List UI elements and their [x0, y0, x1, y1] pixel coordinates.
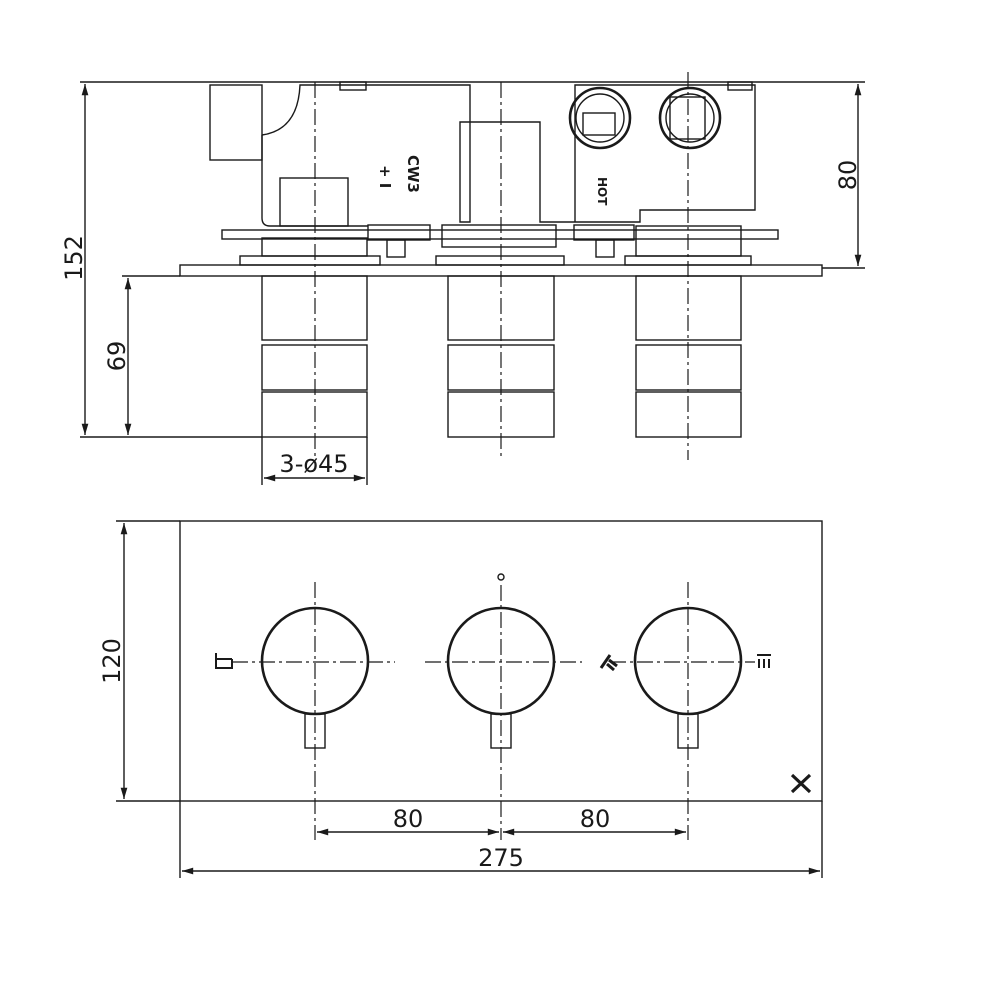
indicator-dot-icon	[497, 573, 505, 581]
bath-spout-icon	[215, 653, 233, 669]
svg-text:+ I: + I	[376, 165, 394, 188]
dim-69: 69	[103, 341, 131, 372]
dim-knob-diameter: 3-ø45	[279, 450, 348, 478]
dim-80-depth: 80	[834, 160, 862, 191]
side-view: CW3 + I HOT 152 69 80 3-ø45	[60, 72, 865, 485]
dim-80-right: 80	[580, 805, 611, 833]
plus-minus-label: + I	[376, 165, 394, 188]
dim-80-left: 80	[393, 805, 424, 833]
dim-120: 120	[98, 638, 126, 684]
svg-text:CW3: CW3	[404, 155, 422, 193]
logo-x-icon	[790, 773, 812, 794]
hot-label: HOT	[595, 177, 609, 206]
svg-text:HOT: HOT	[595, 177, 609, 206]
front-view: 120 80 80 275	[98, 520, 823, 878]
dim-152: 152	[60, 235, 88, 281]
hand-shower-icon	[599, 654, 618, 672]
valve-body	[209, 81, 779, 266]
overhead-shower-icon	[757, 654, 771, 668]
dim-275: 275	[478, 844, 524, 872]
cw3-label: CW3	[404, 155, 422, 193]
